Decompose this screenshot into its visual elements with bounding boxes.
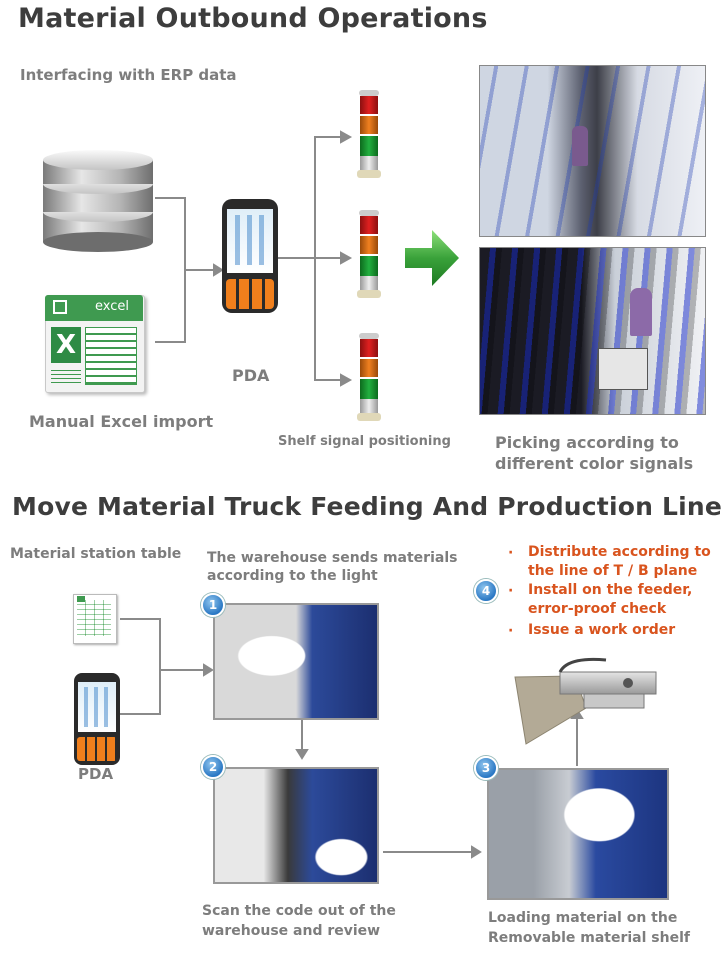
spreadsheet-icon	[73, 594, 119, 644]
step-badge-2: 2	[201, 755, 225, 779]
bullet-marker: ·	[508, 583, 514, 599]
section2-title: Move Material Truck Feeding And Producti…	[12, 492, 723, 521]
step4-bullet-3-line1: Issue a work order	[528, 622, 676, 638]
warehouse-photo-top	[479, 65, 706, 237]
excel-icon-label: excel	[95, 299, 129, 314]
section1-title: Material Outbound Operations	[18, 3, 488, 34]
step-badge-4: 4	[474, 579, 498, 603]
step-badge-3: 3	[474, 756, 498, 780]
step3-caption-line2: Removable material shelf	[488, 930, 690, 946]
picking-caption-line1: Picking according to	[495, 433, 679, 452]
step4-bullet-1-line2: the line of T / B plane	[528, 563, 698, 579]
step3-caption-line1: Loading material on the	[488, 910, 678, 926]
pda-icon	[74, 673, 120, 765]
signal-tower-icon	[357, 333, 381, 427]
pda-label-bottom: PDA	[78, 765, 114, 783]
pda-label-top: PDA	[232, 366, 270, 385]
signal-tower-icon	[357, 210, 381, 304]
station-label: Material station table	[10, 546, 182, 562]
step1-caption-line2: according to the light	[207, 568, 378, 584]
step2-caption-line2: warehouse and review	[202, 923, 381, 939]
step3-photo	[487, 768, 669, 900]
picking-caption-line2: different color signals	[495, 454, 694, 473]
signal-tower-icon	[357, 90, 381, 184]
step1-photo	[213, 603, 379, 720]
shelf-caption: Shelf signal positioning	[278, 434, 451, 449]
pda-icon	[222, 199, 278, 313]
step2-photo	[213, 767, 379, 884]
step1-caption-line1: The warehouse sends materials	[207, 550, 458, 566]
warehouse-photo-bottom	[479, 247, 706, 415]
bullet-marker: ·	[508, 623, 514, 639]
excel-caption: Manual Excel import	[29, 412, 214, 431]
excel-icon: excel X	[45, 295, 145, 393]
step2-caption-line1: Scan the code out of the	[202, 903, 396, 919]
step4-bullet-2-line2: error-proof check	[528, 601, 667, 617]
step4-bullet-2-line1: Install on the feeder,	[528, 582, 693, 598]
bullet-marker: ·	[508, 545, 514, 561]
step-badge-1: 1	[201, 593, 225, 617]
step4-bullet-1-line1: Distribute according to	[528, 544, 711, 560]
section1-subtitle: Interfacing with ERP data	[20, 66, 237, 84]
